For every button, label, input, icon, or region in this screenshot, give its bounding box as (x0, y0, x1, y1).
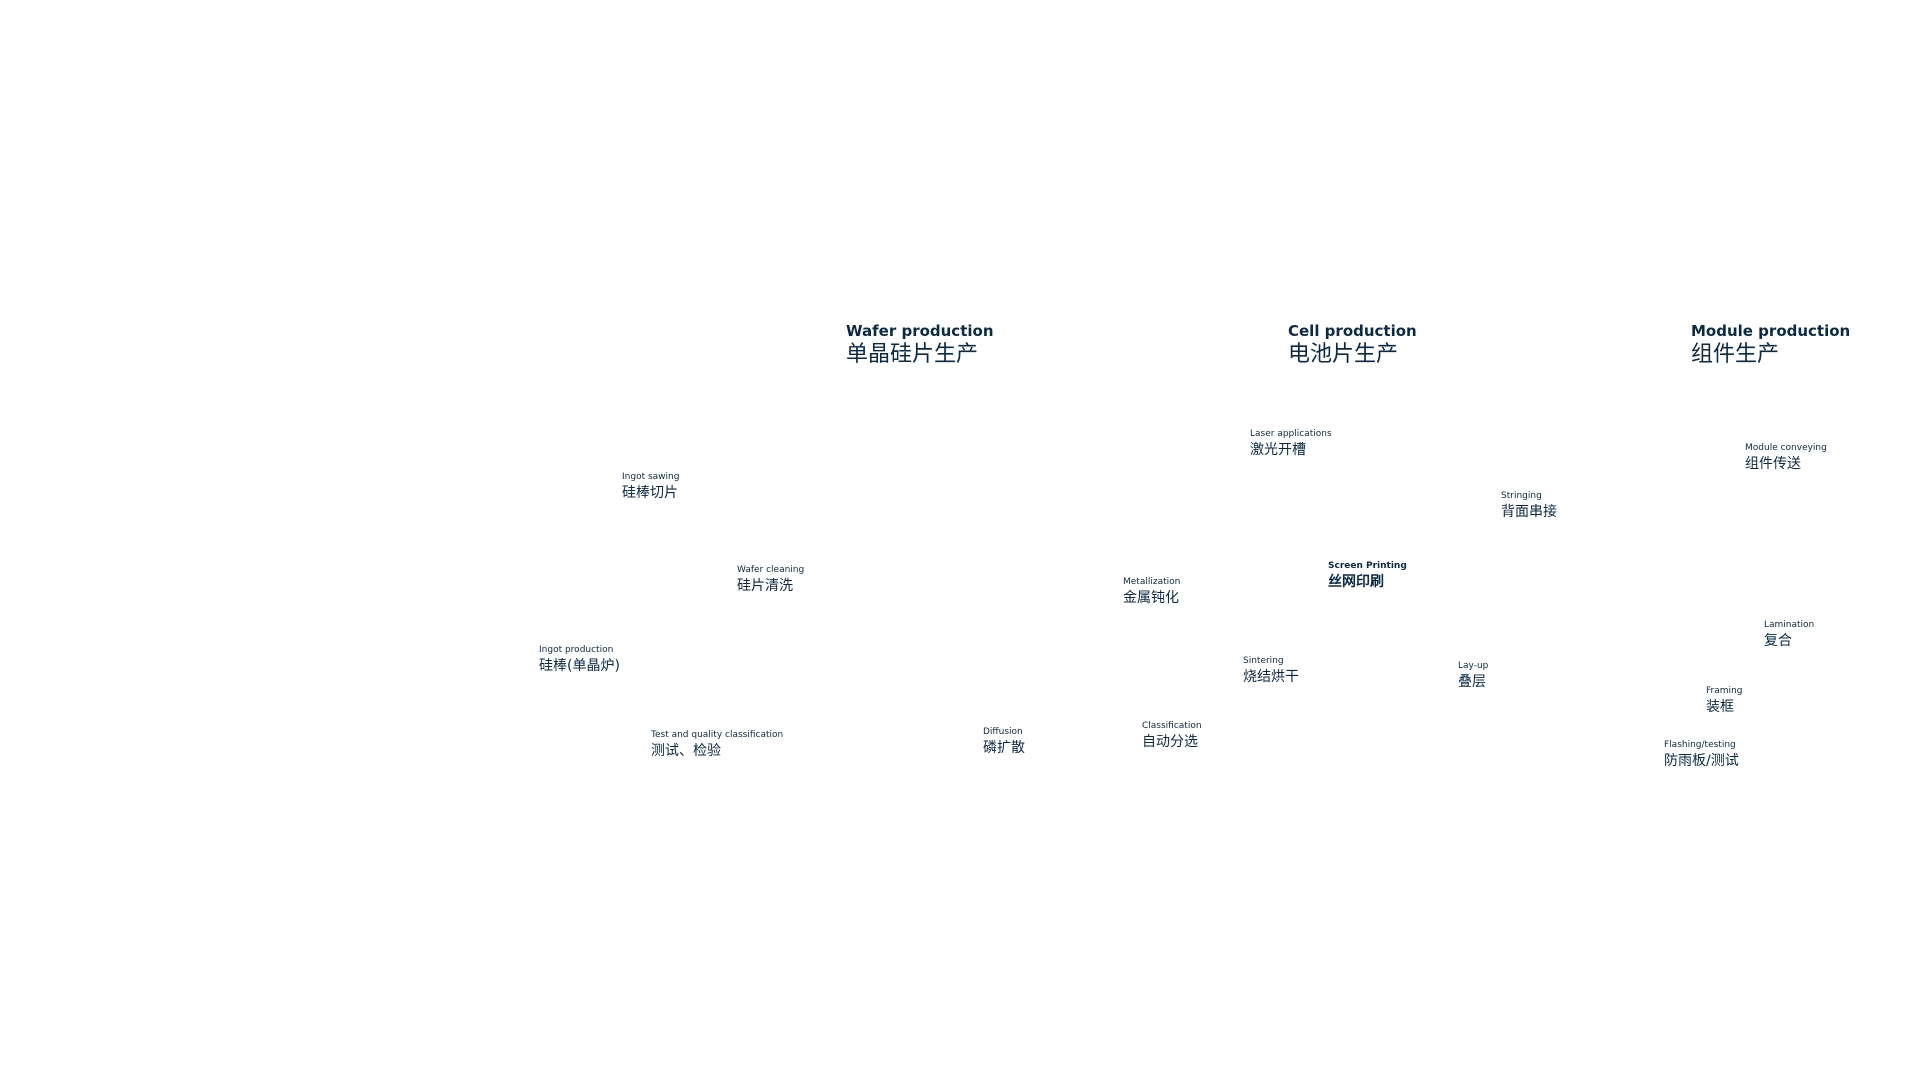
step-label-zh: 激光开槽 (1250, 441, 1306, 458)
heading-cell-production: Cell production 电池片生产 (1288, 322, 1417, 368)
heading-wafer-zh: 单晶硅片生产 (846, 342, 979, 368)
step-label-en: Ingot production (539, 645, 614, 655)
step-lamination: Lamination 复合 (1764, 620, 1814, 650)
step-lay-up: Lay-up 叠层 (1458, 661, 1488, 691)
step-label-zh: 硅片清洗 (737, 577, 793, 594)
step-label-zh: 背面串接 (1501, 503, 1557, 520)
step-label-en: Sintering (1243, 656, 1284, 666)
step-label-en: Laser applications (1250, 429, 1332, 439)
step-label-zh: 装框 (1706, 698, 1734, 715)
step-label-zh: 磷扩散 (983, 739, 1025, 756)
step-label-en: Classification (1142, 721, 1202, 731)
heading-cell-zh: 电池片生产 (1288, 342, 1399, 368)
heading-module-en: Module production (1691, 322, 1851, 340)
step-module-conveying: Module conveying 组件传送 (1745, 443, 1827, 473)
step-stringing: Stringing 背面串接 (1501, 491, 1557, 521)
step-label-en: Screen Printing (1328, 561, 1407, 571)
step-framing: Framing 装框 (1706, 686, 1742, 716)
step-sintering: Sintering 烧结烘干 (1243, 656, 1299, 686)
step-label-zh: 测试、检验 (651, 742, 721, 759)
step-label-en: Lamination (1764, 620, 1815, 630)
step-label-zh: 烧结烘干 (1243, 668, 1299, 685)
step-label-en: Metallization (1123, 577, 1181, 587)
step-metallization: Metallization 金属钝化 (1123, 577, 1180, 607)
step-wafer-cleaning: Wafer cleaning 硅片清洗 (737, 565, 804, 595)
heading-cell-en: Cell production (1288, 322, 1417, 340)
step-label-en: Test and quality classification (651, 730, 784, 740)
step-label-en: Module conveying (1745, 443, 1827, 453)
step-label-en: Flashing/testing (1664, 740, 1736, 750)
step-classification: Classification 自动分选 (1142, 721, 1202, 751)
step-laser-applications: Laser applications 激光开槽 (1250, 429, 1332, 459)
step-label-en: Stringing (1501, 491, 1542, 501)
step-test-quality-classification: Test and quality classification 测试、检验 (651, 730, 783, 760)
step-label-zh: 金属钝化 (1123, 589, 1179, 606)
step-screen-printing: Screen Printing 丝网印刷 (1328, 561, 1407, 591)
step-label-zh: 硅棒(单晶炉) (539, 657, 620, 674)
step-ingot-production: Ingot production 硅棒(单晶炉) (539, 645, 620, 675)
step-label-zh: 防雨板/测试 (1664, 752, 1739, 769)
step-label-en: Diffusion (983, 727, 1023, 737)
step-label-en: Framing (1706, 686, 1743, 696)
heading-module-zh: 组件生产 (1691, 342, 1780, 368)
heading-wafer-production: Wafer production 单晶硅片生产 (846, 322, 994, 368)
step-label-zh: 叠层 (1458, 673, 1486, 690)
step-label-zh: 自动分选 (1142, 733, 1198, 750)
step-label-en: Lay-up (1458, 661, 1489, 671)
step-ingot-sawing: Ingot sawing 硅棒切片 (622, 472, 679, 502)
step-flashing-testing: Flashing/testing 防雨板/测试 (1664, 740, 1739, 770)
step-label-zh: 硅棒切片 (622, 484, 678, 501)
step-diffusion: Diffusion 磷扩散 (983, 727, 1025, 757)
heading-module-production: Module production 组件生产 (1691, 322, 1851, 368)
step-label-zh: 复合 (1764, 632, 1792, 649)
step-label-en: Wafer cleaning (737, 565, 805, 575)
step-label-zh: 丝网印刷 (1328, 573, 1384, 590)
step-label-en: Ingot sawing (622, 472, 680, 482)
step-label-zh: 组件传送 (1745, 455, 1801, 472)
heading-wafer-en: Wafer production (846, 322, 994, 340)
